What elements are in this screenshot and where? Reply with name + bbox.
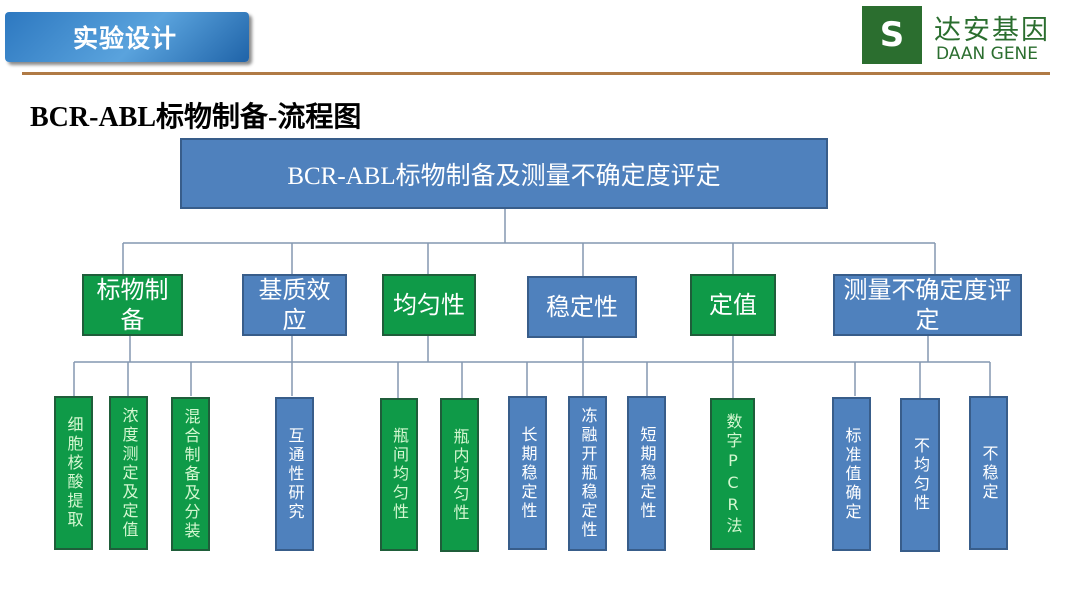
category-node: 均匀性 — [382, 274, 476, 336]
section-badge: 实验设计 — [5, 12, 249, 62]
category-node: 基质效应 — [242, 274, 347, 336]
leaf-node: 混合制备及分装 — [171, 397, 210, 551]
leaf-node: 长期稳定性 — [508, 396, 547, 550]
connectors-level2 — [122, 243, 936, 276]
leaf-node: 瓶内均匀性 — [440, 398, 479, 552]
leaf-node: 不稳定 — [969, 396, 1008, 550]
category-node: 测量不确定度评定 — [833, 274, 1022, 336]
leaf-node: 标准值确定 — [832, 397, 871, 551]
header-divider — [22, 72, 1050, 75]
leaf-node: 短期稳定性 — [627, 396, 666, 551]
leaf-node: 互通性研究 — [275, 397, 314, 551]
connectors-down — [129, 336, 929, 362]
leaf-node: 数字PCR法 — [710, 398, 755, 550]
leaf-node: 细胞核酸提取 — [54, 396, 93, 550]
daan-logo-icon: S — [862, 6, 922, 64]
logo-text-cn: 达安基因 — [934, 15, 1050, 46]
category-node: 标物制备 — [82, 274, 183, 336]
connectors-leaves — [73, 362, 991, 398]
category-node: 稳定性 — [527, 276, 637, 338]
slide-title: BCR-ABL标物制备-流程图 — [30, 102, 362, 133]
leaf-node: 浓度测定及定值 — [109, 396, 148, 550]
leaf-node: 瓶间均匀性 — [380, 398, 418, 551]
leaf-node: 冻融开瓶稳定性 — [568, 396, 607, 551]
category-node: 定值 — [690, 274, 776, 336]
logo-text-en: DAAN GENE — [936, 44, 1039, 64]
root-node: BCR-ABL标物制备及测量不确定度评定 — [180, 138, 828, 209]
leaf-node: 不均匀性 — [900, 398, 940, 552]
